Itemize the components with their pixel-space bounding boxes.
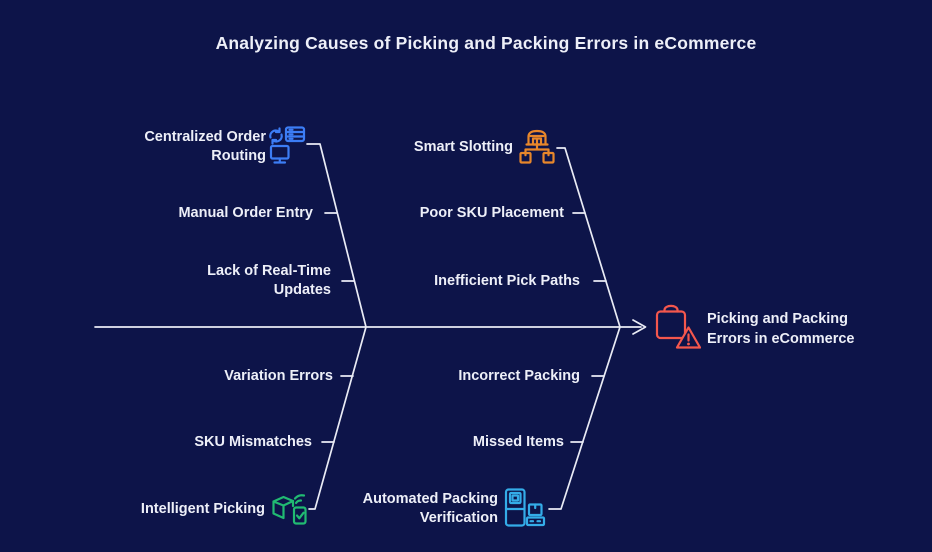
label-intelligent-picking: Intelligent Picking: [140, 501, 265, 517]
intelligent-picking-icon: [272, 494, 307, 525]
spine-arrowhead: [632, 319, 647, 335]
right-ribs-line: [548, 147, 621, 510]
label-inefficient-pick-paths: Inefficient Pick Paths: [434, 273, 580, 289]
label-poor-sku-placement: Poor SKU Placement: [419, 205, 564, 221]
bag-warning-icon: [655, 304, 701, 349]
label-sku-mismatches: SKU Mismatches: [194, 434, 312, 450]
label-centralized-order-routing: Centralized Order Routing: [144, 129, 266, 164]
label-missed-items: Missed Items: [472, 434, 564, 450]
label-smart-slotting: Smart Slotting: [413, 139, 513, 155]
left-ribs-line: [306, 143, 367, 510]
diagram-title: Analyzing Causes of Picking and Packing …: [215, 33, 757, 53]
smart-slotting-icon: [519, 129, 555, 164]
label-lack-of-real-time-updates: Lack of Real-Time Updates: [207, 263, 331, 298]
label-automated-packing-verification: Automated Packing Verification: [362, 491, 498, 526]
packing-verification-icon: [504, 488, 546, 527]
label-variation-errors: Variation Errors: [224, 368, 333, 384]
label-manual-order-entry: Manual Order Entry: [178, 205, 313, 221]
label-incorrect-packing: Incorrect Packing: [458, 368, 580, 384]
label-effect: Picking and Packing Errors in eCommerce: [707, 311, 855, 347]
order-routing-icon: [269, 126, 306, 164]
